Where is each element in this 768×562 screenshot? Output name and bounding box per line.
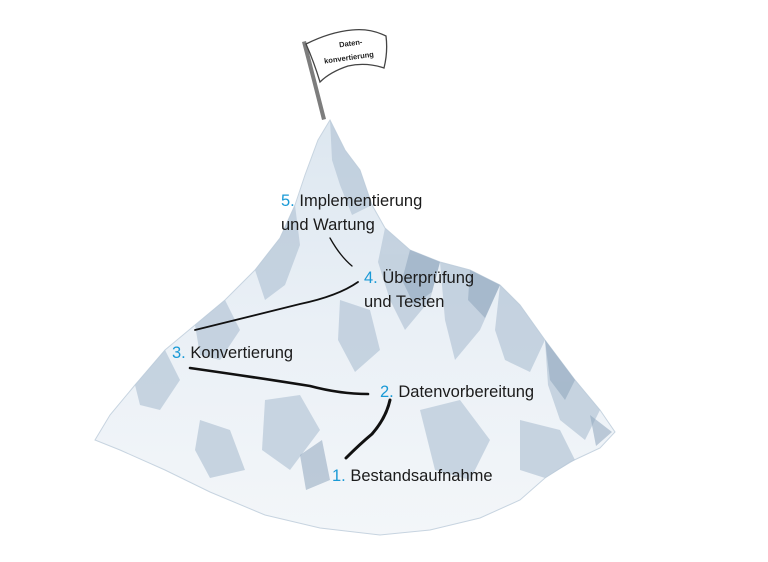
step-4-number: 4. [364,269,378,287]
step-1-label-line1: Bestandsaufnahme [350,467,493,485]
step-1-number: 1. [332,467,346,485]
step-2-number: 2. [380,383,394,401]
connector-3-4 [194,281,359,331]
step-3-label-line1: Konvertierung [190,344,294,362]
step-path-lines [188,237,392,460]
step-5-label-line2: und Wartung [281,216,375,234]
flag-cloth [305,28,388,84]
step-4-ueberpruefung: 4. Überprüfung und Testen [364,266,474,314]
step-2-datenvorbereitung: 2. Datenvorbereitung [380,380,534,404]
flag-pole [302,41,326,120]
step-3-konvertierung: 3. Konvertierung [172,341,293,365]
step-4-label-line1: Überprüfung [382,269,475,287]
connector-2-3 [188,366,370,396]
mountain-deep-shadows [300,250,612,490]
connector-1-2 [344,398,392,460]
step-1-bestandsaufnahme: 1. Bestandsaufnahme [332,464,493,488]
step-4-label-line2: und Testen [364,293,445,311]
step-5-label-line1: Implementierung [299,192,423,210]
connector-4-5 [329,237,353,267]
step-5-implementierung: 5. Implementierung und Wartung [281,189,422,237]
step-3-number: 3. [172,344,186,362]
step-5-number: 5. [281,192,295,210]
step-2-label-line1: Datenvorbereitung [398,383,535,401]
flag-label-line1: Daten- [339,37,364,49]
